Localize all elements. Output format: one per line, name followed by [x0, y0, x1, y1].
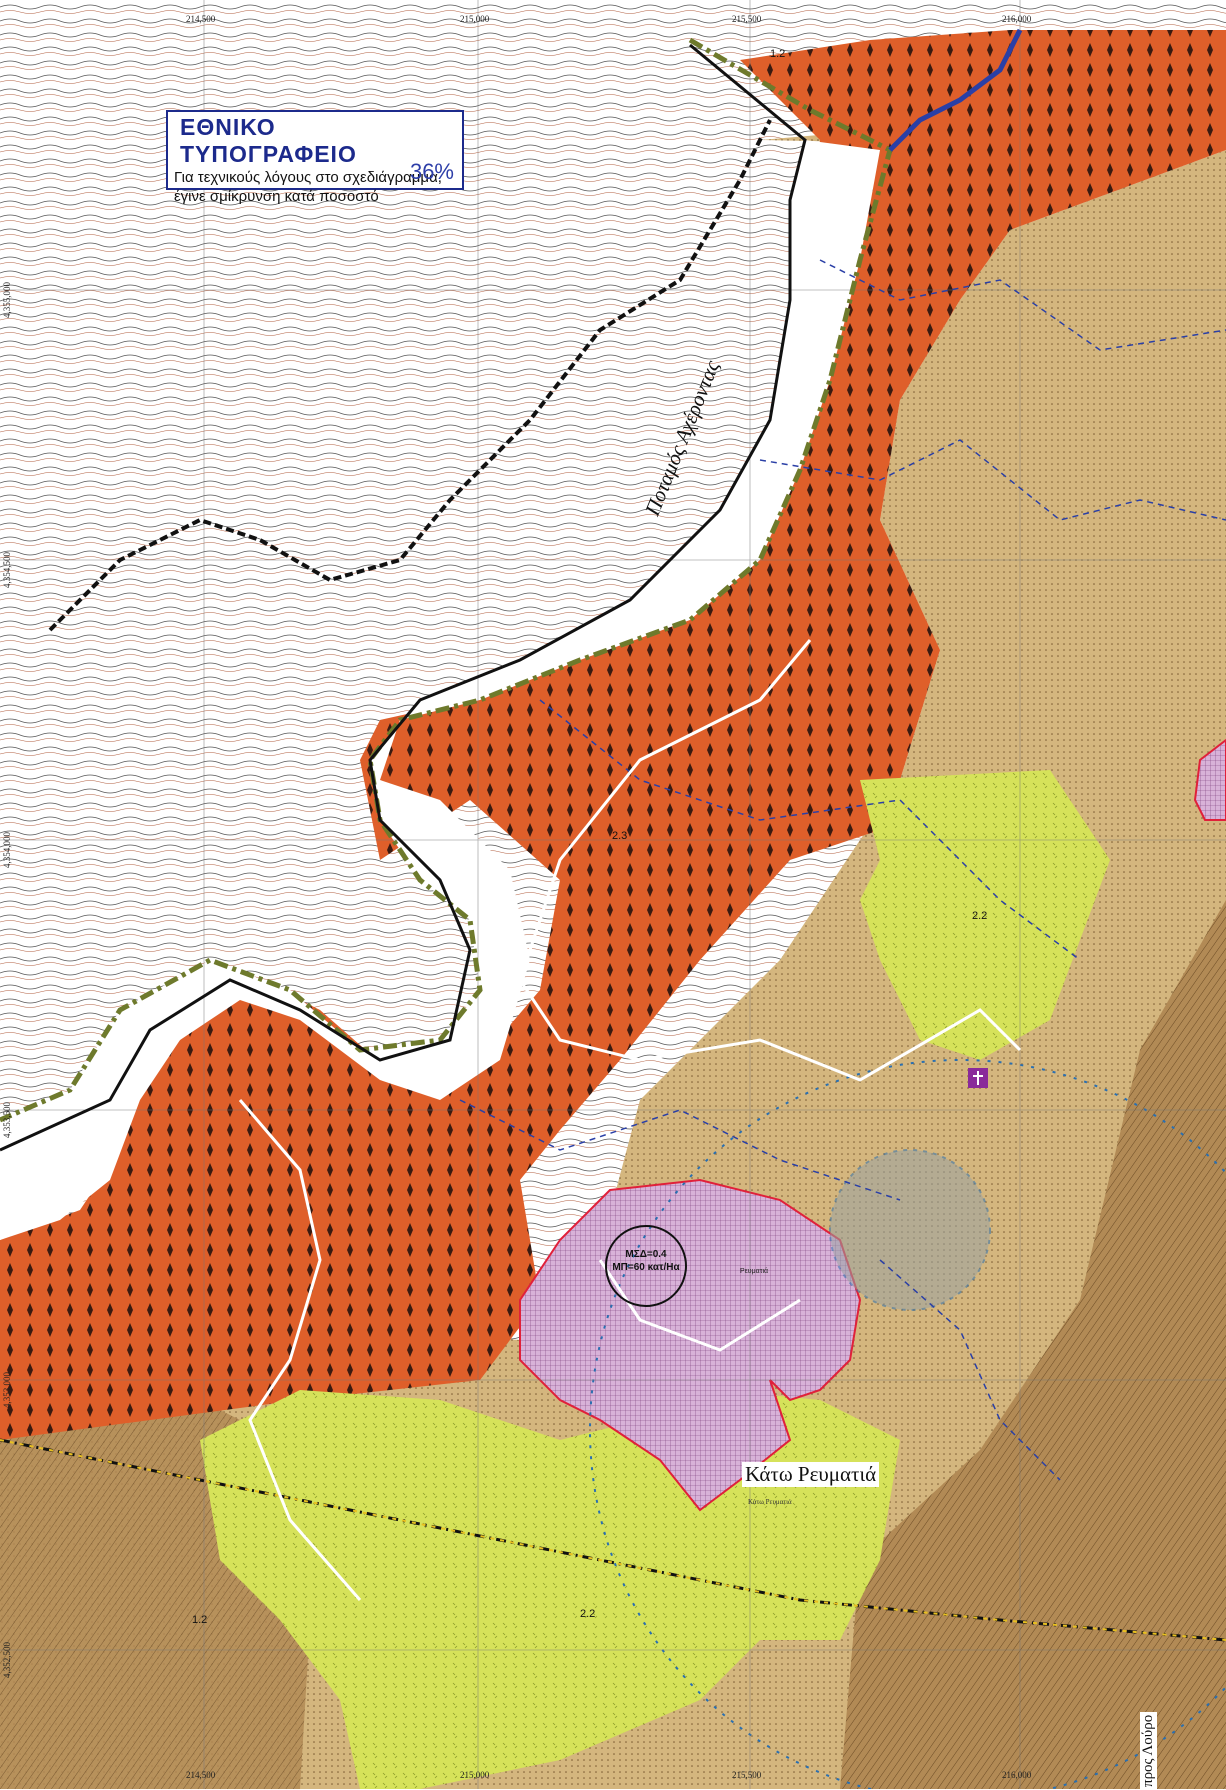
roads	[238, 639, 1022, 1601]
settlement-rule: ΜΣΔ=0.4 ΜΠ=60 κατ/Ηα	[610, 1248, 682, 1274]
village-label: Κάτω Ρευματιά	[742, 1462, 880, 1487]
municipal-boundary	[48, 119, 772, 632]
tick-bottom-4: 216,000	[1002, 1770, 1032, 1780]
river-line	[0, 43, 807, 1152]
boundary-south-dashed	[0, 1439, 1226, 1641]
notice-box: ΕΘΝΙΚΟ ΤΥΠΟΓΡΑΦΕΙΟ Για τεχνικούς λόγους …	[166, 110, 464, 205]
tick-top-1: 214,500	[186, 14, 216, 24]
village-small-label: Κάτω Ρευματιά	[748, 1498, 792, 1506]
church-cross	[973, 1071, 983, 1085]
tick-left-5: 4,353,000	[2, 1372, 12, 1408]
river-bank-dashed	[0, 37, 893, 1123]
tick-left-1: 4,355,000	[2, 282, 12, 318]
tick-top-4: 216,000	[1002, 14, 1032, 24]
zone-label-1-2-bottom: 1.2	[192, 1614, 208, 1626]
notice-line-1: Για τεχνικούς λόγους στο σχεδιάγραμμα,	[174, 169, 442, 186]
tick-top-2: 215,000	[460, 14, 490, 24]
notice-line-2: έγινε σμίκρυνση κατά ποσοστό	[174, 188, 379, 205]
zone-label-2-2-upper: 2.2	[972, 910, 988, 922]
protection-circle	[829, 1149, 991, 1311]
tick-top-3: 215,500	[732, 14, 762, 24]
tick-bottom-1: 214,500	[186, 1770, 216, 1780]
settlement-rule-circle	[605, 1225, 687, 1307]
notice-title: ΕΘΝΙΚΟ ΤΥΠΟΓΡΑΦΕΙΟ	[180, 114, 357, 167]
settlement-inner-label: Ρευματιά	[740, 1268, 769, 1275]
protected-zone	[0, 30, 1226, 1440]
zone-label-1-2-top: 1.2	[770, 48, 786, 60]
zone-2-2-upper	[860, 770, 1110, 1060]
settlement-area-right	[1193, 738, 1226, 821]
road-label: προς Λούρο	[1140, 1711, 1157, 1790]
settlement-rule-mp: ΜΠ=60 κατ/Ηα	[612, 1262, 680, 1273]
tick-left-6: 4,352,500	[2, 1642, 12, 1678]
zone-label-2-3: 2.3	[612, 830, 628, 842]
brown-zone	[840, 900, 1226, 1789]
tick-bottom-2: 215,000	[460, 1770, 490, 1780]
notice-percent: 36%	[409, 159, 454, 184]
streams	[459, 259, 1226, 1481]
tick-left-4: 4,353,500	[2, 1102, 12, 1138]
tick-left-2: 4,354,500	[2, 552, 12, 588]
zone-label-2-2-lower: 2.2	[580, 1608, 596, 1620]
tick-bottom-3: 215,500	[732, 1770, 762, 1780]
settlement-rule-msd: ΜΣΔ=0.4	[625, 1249, 667, 1260]
river-upper	[888, 28, 1023, 152]
tick-left-3: 4,354,000	[2, 832, 12, 868]
